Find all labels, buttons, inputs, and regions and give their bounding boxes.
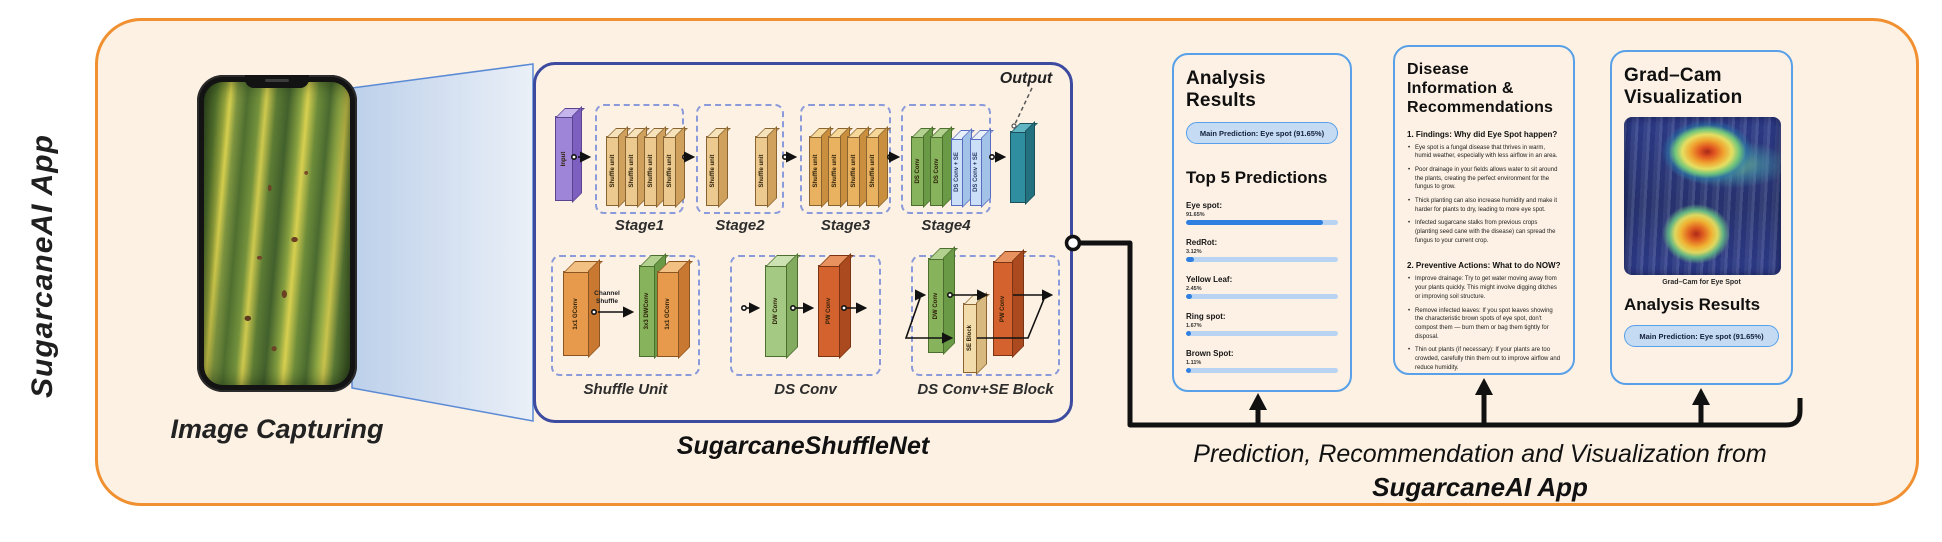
gradcam-analysis-title: Analysis Results — [1624, 295, 1761, 314]
phone-speaker — [265, 79, 289, 82]
stage4-ds-conv-se: DS Conv + SE — [951, 138, 963, 206]
prediction-row: Yellow Leaf: 2.45% — [1186, 275, 1338, 299]
stage1-label: Stage1 — [614, 217, 665, 234]
channel-shuffle-label: Channel Shuffle — [594, 290, 620, 306]
preventive-heading: 2. Preventive Actions: What to do NOW? — [1407, 261, 1561, 271]
main-prediction-pill[interactable]: Main Prediction: Eye spot (91.65%) — [1186, 122, 1338, 144]
stage4-ds-conv-se: DS Conv + SE — [970, 138, 982, 206]
gconv-block: 1x1 GConv — [563, 271, 589, 356]
shuffle-unit-label: Shuffle Unit — [583, 381, 668, 398]
stage4-label: Stage4 — [921, 217, 971, 234]
network-title: SugarcaneShuffleNet — [676, 432, 930, 460]
ds-conv-label: DS Conv — [774, 381, 837, 398]
findings-bullet: Thick planting can also increase humidit… — [1407, 197, 1561, 214]
stage2-label: Stage2 — [715, 217, 765, 234]
preventive-bullet: Thin out plants (if necessary): If your … — [1407, 346, 1561, 372]
preventive-bullet: Remove infected leaves: If you spot leav… — [1407, 307, 1561, 342]
sugarcane-shufflenet-box: Input Shuffle unit Shuffle unit Shuffle … — [533, 62, 1073, 423]
stage3-shuffle-unit: Shuffle unit — [809, 136, 822, 206]
prediction-bar — [1186, 368, 1338, 373]
prediction-bar — [1186, 331, 1338, 336]
image-capturing-label: Image Capturing — [170, 414, 384, 444]
prediction-row: Ring spot: 1.67% — [1186, 312, 1338, 336]
gradcam-heatmap-image — [1624, 117, 1781, 275]
output-label: Output — [999, 70, 1053, 87]
preventive-bullet: Improve drainage: Try to get water movin… — [1407, 275, 1561, 301]
disease-info-panel: Disease Information & Recommendations 1.… — [1393, 45, 1575, 375]
footer-caption-line2: SugarcaneAI App — [1372, 472, 1588, 502]
prediction-row: Brown Spot: 1.11% — [1186, 349, 1338, 373]
pw-conv-block: PW Conv — [818, 265, 840, 357]
dwconv-block: 3x3 DWConv — [639, 265, 655, 357]
prediction-row: RedRot: 3.12% — [1186, 238, 1338, 262]
stage3-shuffle-unit: Shuffle unit — [866, 136, 879, 206]
prediction-bar — [1186, 294, 1338, 299]
analysis-results-title: Analysis Results — [1186, 68, 1266, 111]
stage4-ds-conv: DS Conv — [930, 136, 943, 206]
stage1-shuffle-unit: Shuffle unit — [606, 136, 619, 206]
disease-info-title: Disease Information & Recommendations — [1407, 61, 1554, 117]
sugarcane-leaf-photo — [204, 82, 350, 385]
stage4-ds-conv: DS Conv — [911, 136, 924, 206]
analysis-results-panel: Analysis Results Main Prediction: Eye sp… — [1172, 53, 1352, 392]
stage3-label: Stage3 — [820, 217, 871, 234]
pw-conv-block: PW Conv — [993, 261, 1013, 356]
gradcam-title: Grad–Cam Visualization — [1624, 65, 1743, 108]
output-block — [1010, 131, 1026, 203]
gconv-block: 1x1 GConv — [657, 271, 679, 357]
se-block: SE Block — [963, 303, 977, 373]
ds-conv-box — [730, 255, 881, 376]
prediction-row: Eye spot: 91.65% — [1186, 201, 1338, 225]
stage2-shuffle-unit: Shuffle unit — [755, 136, 768, 206]
top5-title: Top 5 Predictions — [1186, 168, 1328, 187]
stage3-shuffle-unit: Shuffle unit — [847, 136, 860, 206]
stage1-shuffle-unit: Shuffle unit — [625, 136, 638, 206]
footer-caption-line1: Prediction, Recommendation and Visualiza… — [1193, 440, 1767, 468]
dw-conv-block: DW Conv — [765, 265, 787, 357]
findings-bullet: Eye spot is a fungal disease that thrive… — [1407, 144, 1561, 161]
stage2-shuffle-unit: Shuffle unit — [706, 136, 719, 206]
shuffle-unit-box — [551, 255, 700, 376]
prediction-bar — [1186, 220, 1338, 225]
dw-conv-block: DW Conv — [928, 258, 944, 353]
stage3-shuffle-unit: Shuffle unit — [828, 136, 841, 206]
gradcam-panel: Grad–Cam Visualization Grad–Cam for Eye … — [1610, 50, 1793, 385]
input-block: Input — [555, 116, 573, 201]
gradcam-caption: Grad–Cam for Eye Spot — [1662, 279, 1741, 286]
stage1-shuffle-unit: Shuffle unit — [644, 136, 657, 206]
findings-bullet: Poor drainage in your fields allows wate… — [1407, 166, 1561, 192]
stage1-shuffle-unit: Shuffle unit — [663, 136, 676, 206]
app-vertical-label: SugarcaneAI App — [26, 134, 59, 398]
smartphone — [197, 75, 357, 392]
ds-conv-se-label: DS Conv+SE Block — [917, 381, 1054, 398]
prediction-bar — [1186, 257, 1338, 262]
findings-heading: 1. Findings: Why did Eye Spot happen? — [1407, 129, 1558, 139]
findings-bullet: Infected sugarcane stalks from previous … — [1407, 219, 1561, 245]
gradcam-main-prediction-pill[interactable]: Main Prediction: Eye spot (91.65%) — [1624, 325, 1779, 347]
